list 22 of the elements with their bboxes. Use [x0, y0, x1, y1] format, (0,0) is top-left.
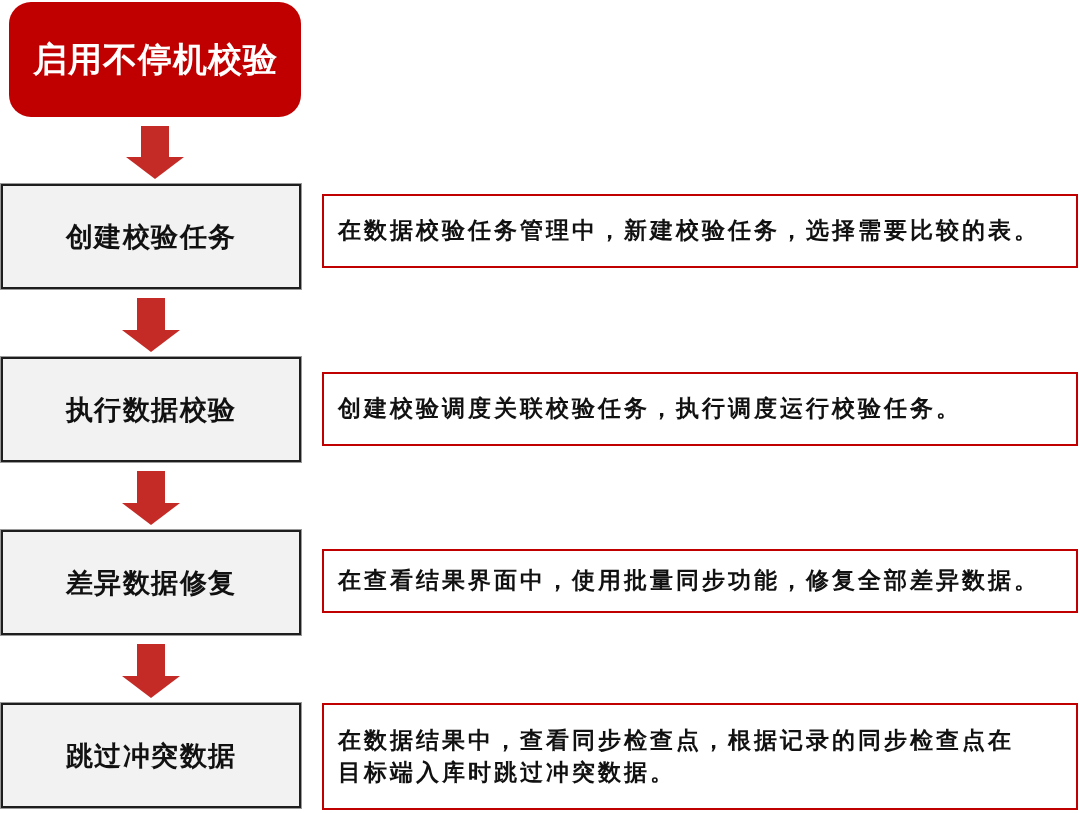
block-arrow: [122, 644, 180, 698]
process-box: [1, 530, 301, 635]
step-title: 跳过冲突数据: [65, 738, 237, 773]
note-text: 创建校验调度关联校验任务，执行调度运行校验任务。: [338, 394, 962, 424]
step-title: 差异数据修复: [65, 565, 237, 600]
process-box: [1, 703, 301, 808]
block-arrow: [122, 471, 180, 525]
step-title: 执行数据校验: [65, 392, 237, 427]
process-box: [1, 184, 301, 289]
block-arrow: [126, 126, 184, 179]
note-box: [322, 549, 1078, 613]
note-box: [322, 703, 1078, 810]
note-box: [322, 372, 1078, 446]
note-box: [322, 194, 1078, 268]
step-title: 创建校验任务: [65, 219, 237, 254]
note-text: 在数据结果中，查看同步检查点，根据记录的同步检查点在目标端入库时跳过冲突数据。: [338, 726, 1015, 787]
start-box: [9, 2, 301, 117]
note-text: 在数据校验任务管理中，新建校验任务，选择需要比较的表。: [338, 216, 1040, 246]
start-title: 启用不停机校验: [32, 37, 278, 81]
process-box: [1, 357, 301, 462]
note-text: 在查看结果界面中，使用批量同步功能，修复全部差异数据。: [338, 566, 1040, 596]
block-arrow: [122, 298, 180, 352]
